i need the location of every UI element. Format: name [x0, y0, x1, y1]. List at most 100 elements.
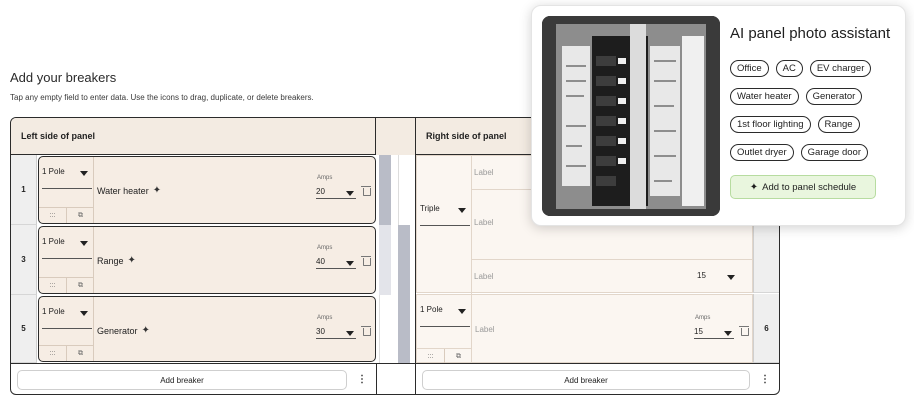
add-to-panel-schedule-label: Add to panel schedule — [762, 181, 857, 193]
card-controls: Triple — [417, 156, 472, 294]
duplicate-icon[interactable]: ⧉ — [66, 346, 94, 361]
slot-number-3: 3 — [11, 225, 37, 295]
chevron-down-icon — [80, 171, 88, 176]
suggestion-chips: Office AC EV charger Water heater Genera… — [730, 60, 900, 161]
card-controls: 1 Pole ::: ⧉ — [417, 295, 472, 364]
card-tools: ::: ⧉ — [39, 345, 94, 361]
breaker-card-6[interactable]: 1 Pole ::: ⧉ Label Amps 15 — [416, 294, 753, 364]
chip-range[interactable]: Range — [817, 116, 860, 133]
amps-label: Amps — [317, 245, 333, 251]
card-tools: ::: ⧉ — [39, 207, 94, 223]
amps-select[interactable]: 40 — [316, 255, 356, 269]
sparkle-icon: ✦ — [152, 185, 162, 196]
duplicate-icon[interactable]: ⧉ — [66, 208, 94, 223]
trash-icon[interactable] — [361, 255, 371, 267]
footer-mid — [376, 363, 416, 394]
pole-value: 1 Pole — [420, 305, 443, 314]
breaker-card-water-heater[interactable]: 1 Pole ::: ⧉ Water heater✦ Amps 20 — [38, 156, 376, 224]
phase-bars — [376, 155, 416, 363]
amps-select[interactable]: 30 — [316, 325, 356, 339]
left-header-label: Left side of panel — [21, 131, 96, 141]
phase-bar-a-right — [398, 155, 410, 225]
card-controls: 1 Pole ::: ⧉ — [39, 157, 94, 223]
triple-slot-2[interactable]: Label — [472, 190, 754, 260]
amps-label: Amps — [695, 315, 711, 321]
chip-outlet-dryer[interactable]: Outlet dryer — [730, 144, 794, 161]
footer-divider — [11, 363, 779, 364]
pole-value: 1 Pole — [42, 237, 65, 246]
triple-slot-3[interactable]: Label 15 — [472, 260, 754, 294]
add-breaker-left-button[interactable]: Add breaker — [17, 370, 347, 390]
popup-title: AI panel photo assistant — [730, 25, 891, 42]
chevron-down-icon — [458, 208, 466, 213]
chip-generator[interactable]: Generator — [805, 88, 863, 105]
amps-value: 30 — [316, 327, 325, 336]
amps-value: 15 — [697, 270, 706, 280]
chevron-down-icon — [346, 331, 354, 336]
slot-number-1: 1 — [11, 155, 37, 225]
breaker-label[interactable]: Generator✦ — [97, 325, 150, 336]
phase-bar-c-left — [379, 295, 391, 363]
label-placeholder: Label — [474, 168, 494, 177]
trash-icon[interactable] — [361, 325, 371, 337]
card-tools: ::: ⧉ — [39, 277, 94, 293]
add-to-panel-schedule-button[interactable]: ✦ Add to panel schedule — [730, 175, 876, 199]
drag-handle-icon[interactable]: ::: — [49, 350, 56, 357]
pole-select[interactable]: Triple — [420, 204, 470, 226]
trash-icon[interactable] — [739, 325, 749, 337]
panel-photo-image — [542, 16, 720, 216]
chevron-down-icon — [458, 309, 466, 314]
chip-office[interactable]: Office — [730, 60, 769, 77]
chip-ac[interactable]: AC — [775, 60, 803, 77]
pole-select[interactable]: 1 Pole — [42, 237, 92, 259]
duplicate-icon[interactable]: ⧉ — [444, 349, 472, 364]
amps-select[interactable]: 20 — [316, 185, 356, 199]
chip-water-heater[interactable]: Water heater — [730, 88, 799, 105]
chip-ev-charger[interactable]: EV charger — [809, 60, 872, 77]
slot-number-6: 6 — [753, 294, 779, 363]
pole-select[interactable]: 1 Pole — [42, 307, 92, 329]
chevron-down-icon — [346, 191, 354, 196]
phase-bar-b-right — [398, 225, 410, 295]
phase-bar-b-left — [379, 225, 391, 295]
phase-header — [376, 118, 416, 155]
amps-label: Amps — [317, 175, 333, 181]
duplicate-icon[interactable]: ⧉ — [66, 278, 94, 293]
card-controls: 1 Pole ::: ⧉ — [39, 297, 94, 361]
card-tools: ::: ⧉ — [417, 348, 472, 364]
slot-number-label: 1 — [21, 185, 26, 194]
chip-garage-door[interactable]: Garage door — [800, 144, 868, 161]
sparkle-icon: ✦ — [141, 325, 150, 336]
slot-number-5: 5 — [11, 295, 37, 363]
trash-icon[interactable] — [361, 185, 371, 197]
kebab-menu-icon[interactable]: ⋮ — [760, 374, 770, 385]
pole-select[interactable]: 1 Pole — [420, 305, 470, 327]
chevron-down-icon — [80, 311, 88, 316]
breaker-label-text: Range — [97, 255, 124, 266]
breaker-label[interactable]: Range✦ — [97, 255, 136, 266]
breaker-card-generator[interactable]: 1 Pole ::: ⧉ Generator✦ Amps 30 — [38, 296, 376, 362]
amps-value: 15 — [694, 327, 703, 336]
breaker-label[interactable]: Water heater✦ — [97, 185, 161, 196]
pole-value: 1 Pole — [42, 167, 65, 176]
add-breaker-right-button[interactable]: Add breaker — [422, 370, 750, 390]
page-subtitle: Tap any empty field to enter data. Use t… — [10, 93, 314, 102]
kebab-menu-icon[interactable]: ⋮ — [357, 374, 367, 385]
amps-select[interactable]: 15 — [697, 268, 737, 282]
slot-number-label: 3 — [21, 255, 26, 264]
label-placeholder: Label — [474, 272, 494, 281]
breaker-card-range[interactable]: 1 Pole ::: ⧉ Range✦ Amps 40 — [38, 226, 376, 294]
pole-value: Triple — [420, 204, 440, 213]
drag-handle-icon[interactable]: ::: — [49, 282, 56, 289]
chevron-down-icon — [80, 241, 88, 246]
sparkle-icon: ✦ — [127, 255, 136, 266]
pole-select[interactable]: 1 Pole — [42, 167, 92, 189]
chip-1st-floor-lighting[interactable]: 1st floor lighting — [730, 116, 811, 133]
chevron-down-icon — [724, 331, 732, 336]
drag-handle-icon[interactable]: ::: — [427, 353, 434, 360]
left-header: Left side of panel — [11, 118, 376, 155]
sparkle-icon: ✦ — [749, 181, 759, 193]
drag-handle-icon[interactable]: ::: — [49, 212, 56, 219]
panel-photo — [542, 16, 720, 216]
amps-select[interactable]: 15 — [694, 325, 734, 339]
